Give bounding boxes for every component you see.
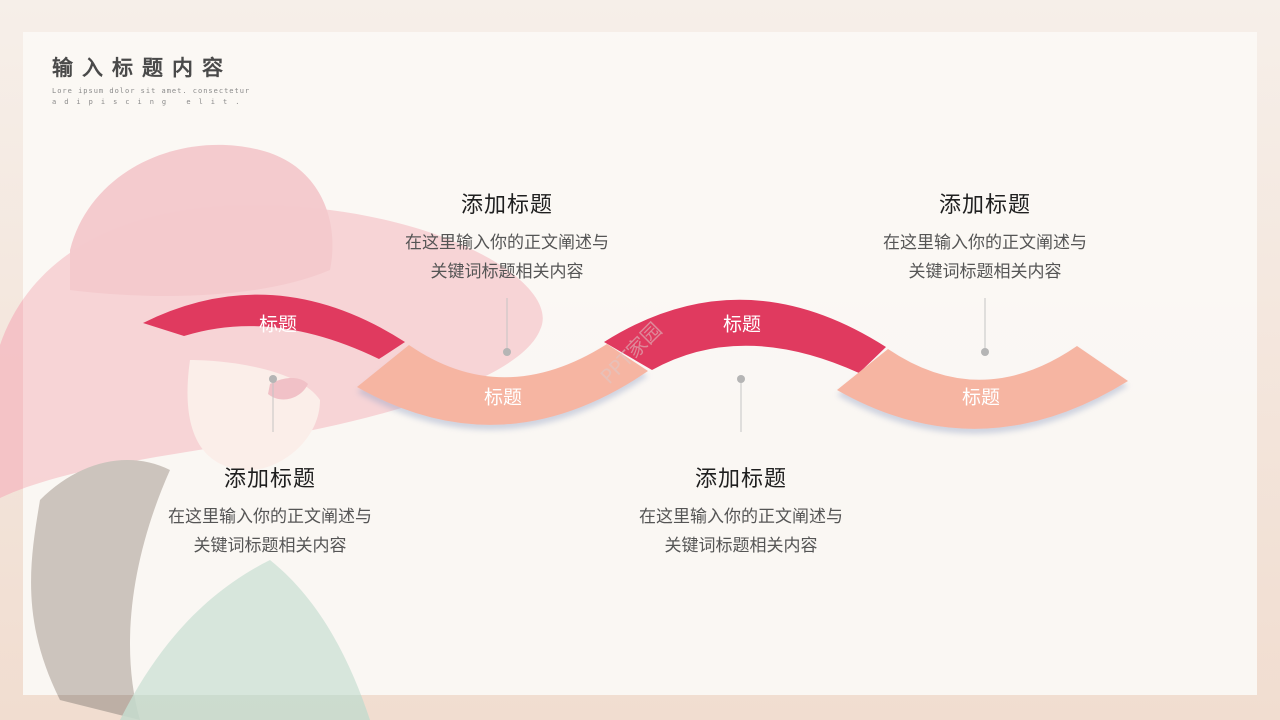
- text-block-line-1: 在这里输入你的正文阐述与: [405, 233, 609, 253]
- subtitle-line-2: adipiscing elit.: [52, 98, 248, 106]
- wave-segment-label-2: 标题: [483, 386, 523, 409]
- text-block-line-1: 在这里输入你的正文阐述与: [639, 507, 843, 527]
- text-block-line-1: 在这里输入你的正文阐述与: [168, 507, 372, 527]
- wave-segment-2: [357, 344, 648, 425]
- text-block-line-2: 关键词标题相关内容: [430, 262, 584, 282]
- connector-dot-4: [981, 348, 989, 356]
- text-block-3: 添加标题 在这里输入你的正文阐述与关键词标题相关内容: [639, 461, 843, 561]
- text-block-body: 在这里输入你的正文阐述与关键词标题相关内容: [405, 229, 609, 287]
- text-block-2: 添加标题 在这里输入你的正文阐述与关键词标题相关内容: [405, 187, 609, 287]
- text-block-line-2: 关键词标题相关内容: [664, 536, 818, 556]
- text-block-line-2: 关键词标题相关内容: [908, 262, 1062, 282]
- wave-segment-4: [837, 346, 1128, 429]
- wave-segment-label-4: 标题: [961, 386, 1001, 409]
- text-block-line-1: 在这里输入你的正文阐述与: [883, 233, 1087, 253]
- connector-dot-3: [737, 375, 745, 383]
- slide-subtitle: Lore ipsum dolor sit amet. consectetur a…: [52, 86, 252, 108]
- wave-segment-label-1: 标题: [258, 313, 298, 336]
- text-block-title: 添加标题: [694, 467, 787, 492]
- text-block-title: 添加标题: [938, 193, 1031, 218]
- text-block-4: 添加标题 在这里输入你的正文阐述与关键词标题相关内容: [883, 187, 1087, 287]
- subtitle-line-1: Lore ipsum dolor sit amet. consectetur: [52, 87, 251, 95]
- text-block-title: 添加标题: [223, 467, 316, 492]
- text-block-line-2: 关键词标题相关内容: [193, 536, 347, 556]
- wave-segment-1: [143, 294, 405, 359]
- text-block-body: 在这里输入你的正文阐述与关键词标题相关内容: [168, 503, 372, 561]
- text-block-body: 在这里输入你的正文阐述与关键词标题相关内容: [639, 503, 843, 561]
- text-block-body: 在这里输入你的正文阐述与关键词标题相关内容: [883, 229, 1087, 287]
- connector-dot-2: [503, 348, 511, 356]
- wave-segment-label-3: 标题: [722, 313, 762, 336]
- connector-dot-1: [269, 375, 277, 383]
- slide-header: 输入标题内容 Lore ipsum dolor sit amet. consec…: [52, 52, 252, 108]
- text-block-title: 添加标题: [460, 193, 553, 218]
- slide-title: 输入标题内容: [52, 56, 232, 80]
- text-block-1: 添加标题 在这里输入你的正文阐述与关键词标题相关内容: [168, 461, 372, 561]
- wave-segment-3: [604, 299, 886, 373]
